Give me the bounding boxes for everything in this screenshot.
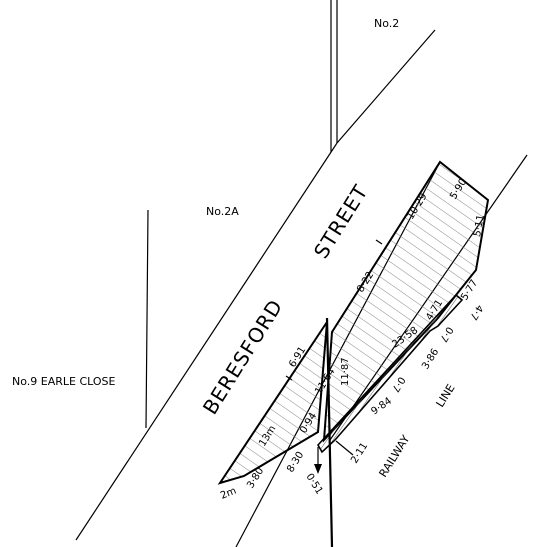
dim-07a: 0·7 [437, 324, 455, 343]
dim-984: 9·84 [369, 396, 394, 418]
label-no9: No.9 EARLE CLOSE [12, 375, 116, 388]
dividing-line [325, 317, 334, 547]
railway-strip [317, 293, 464, 454]
dim-211: 2·11 [349, 441, 370, 466]
label-no2a: No.2A [206, 205, 239, 218]
arrow-head-051 [314, 464, 322, 474]
dim-47: 4·7 [467, 302, 485, 321]
label-railway: RAILWAY [377, 433, 413, 480]
tick-mark-1 [375, 239, 383, 245]
dim-511: 5·11 [472, 214, 487, 238]
dim-arrow-211 [335, 440, 354, 456]
dim-1187: 11·87 [340, 357, 351, 386]
dim-830: 8·30 [285, 450, 306, 475]
dim-386: 3·86 [420, 347, 441, 372]
street-edge-north [75, 142, 338, 541]
lot-parcel-west [217, 321, 328, 485]
tick-mark-2 [285, 375, 293, 381]
label-line: LINE [434, 382, 458, 410]
street-name-street: STREET [309, 180, 373, 263]
label-no2: No.2 [374, 17, 399, 30]
dim-051: 0·51 [303, 472, 324, 497]
boundary-no2 [330, 0, 436, 152]
boundary-no9 [145, 209, 149, 429]
dim-07b: 0·7 [389, 374, 407, 393]
dim-2m: 2m [219, 486, 238, 502]
